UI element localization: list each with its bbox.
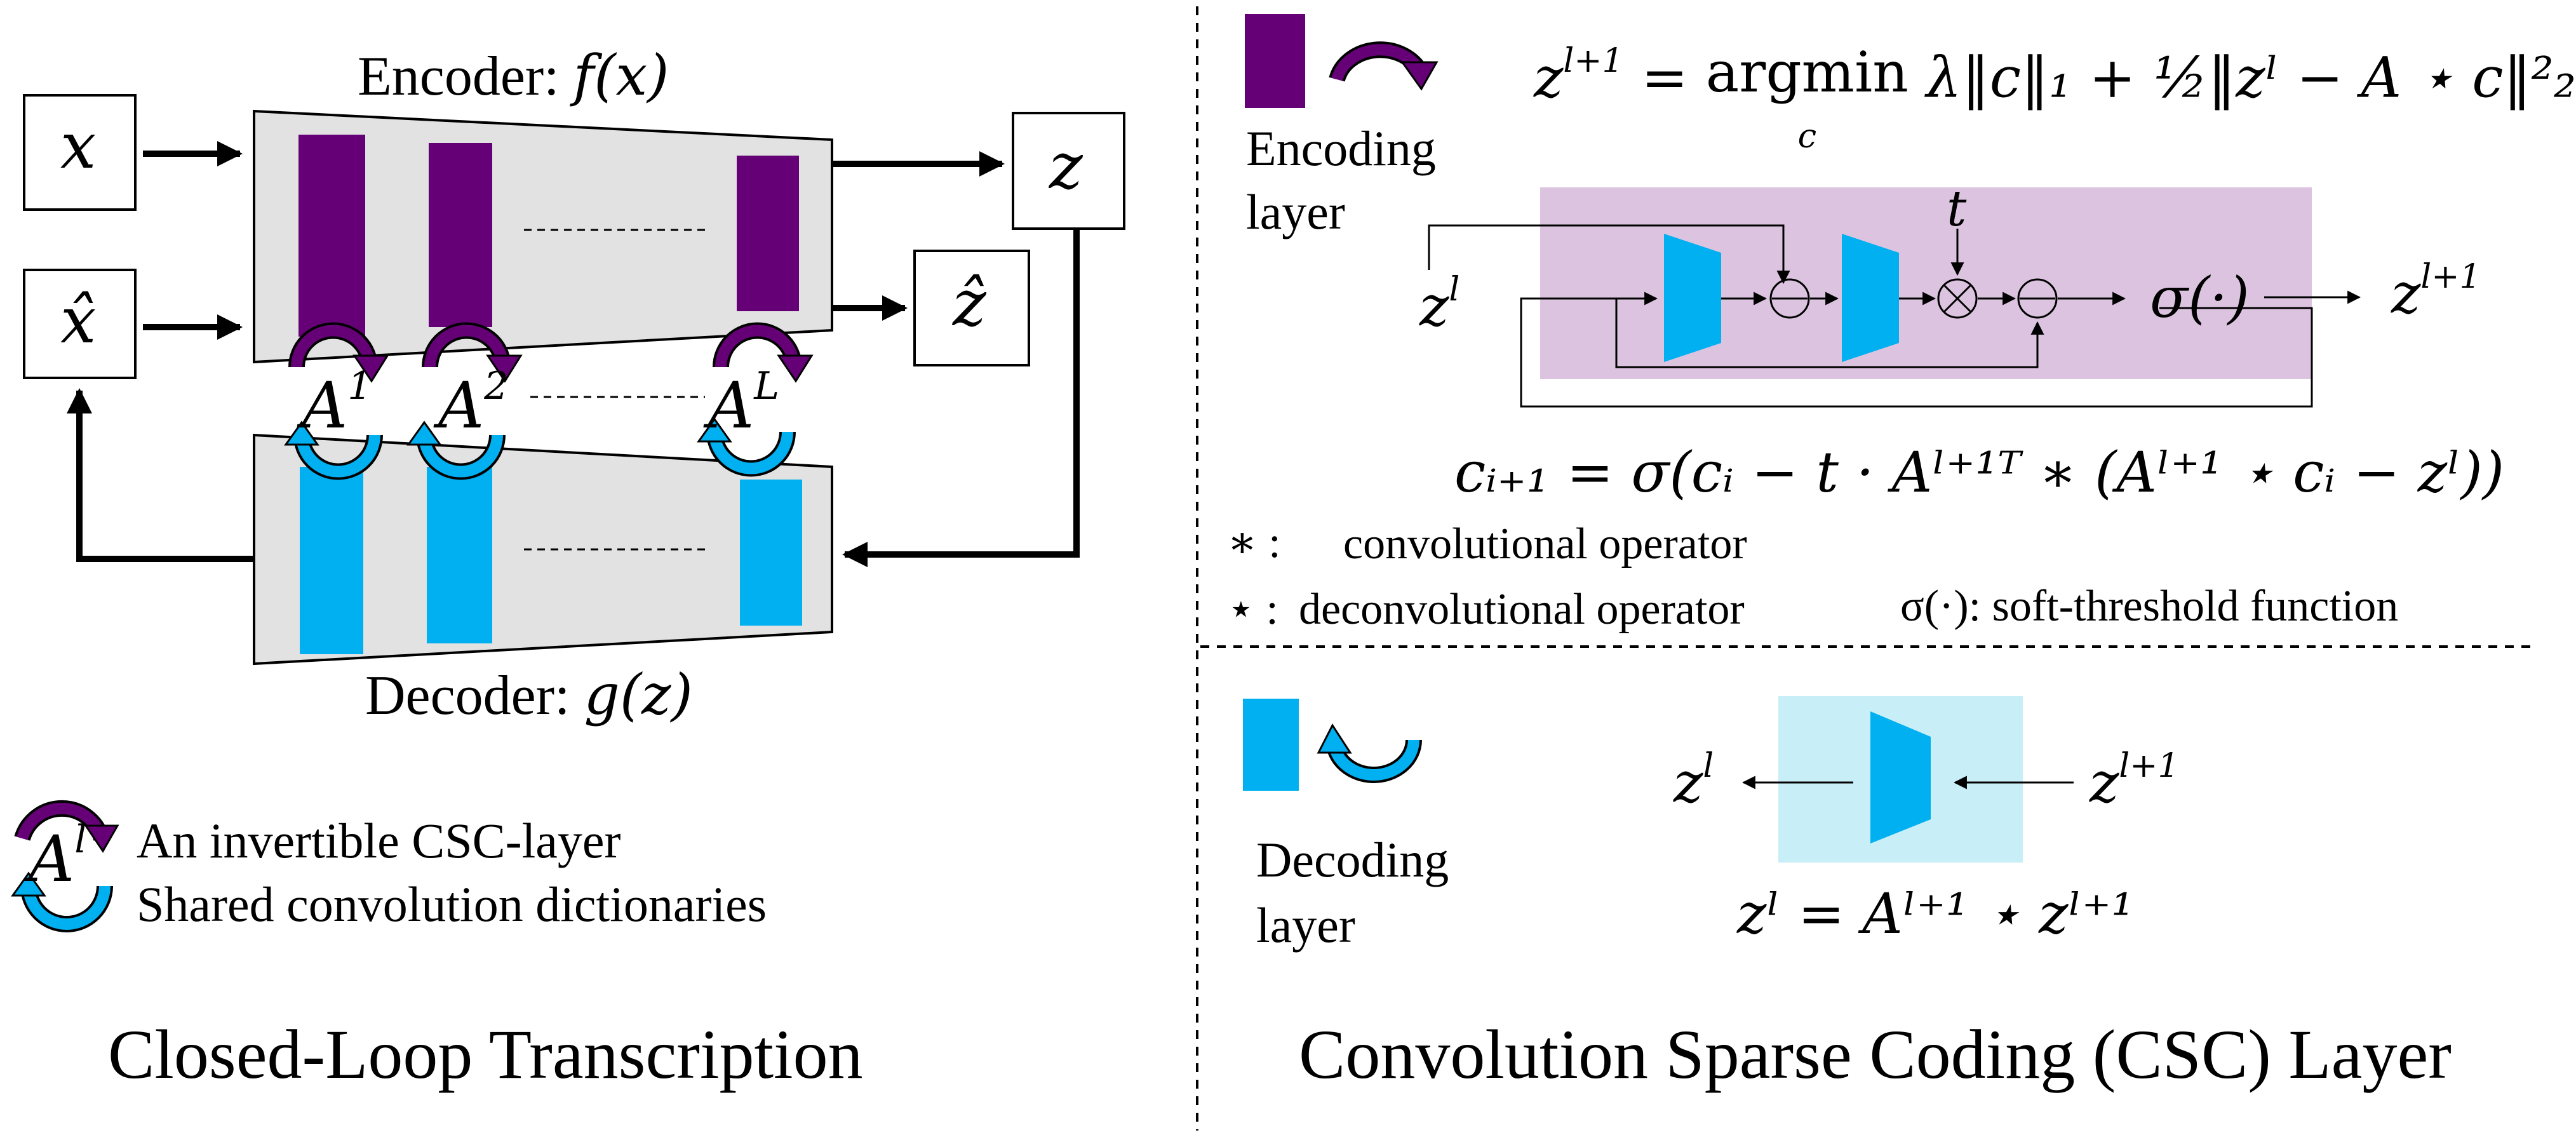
legend-invertible-label: An invertible CSC-layer <box>137 813 621 868</box>
encoding-input-wire <box>1428 224 1790 285</box>
encoder-block <box>253 109 833 364</box>
encoding-feedback-loop <box>1520 292 2313 408</box>
input-xhat-box <box>23 269 137 379</box>
encoding-activation-label: σ(·) <box>2150 265 2250 330</box>
input-x-box <box>23 94 137 211</box>
encoding-conv-block-1 <box>1664 234 1721 362</box>
encoder-label: Encoder: f(x) <box>358 43 669 108</box>
encoder-layer-2 <box>429 143 492 327</box>
arrow-decoder-to-xhat <box>67 388 254 562</box>
input-xhat-symbol: x̂ <box>60 283 97 358</box>
encoding-objective: zl+1 = argmin c λ‖c‖₁ + ½‖zˡ − A ⋆ c‖²₂ <box>1534 39 2576 156</box>
decoding-layer-label-line2: layer <box>1256 897 1355 953</box>
dictionary-label-1: A1 <box>302 364 372 443</box>
encoding-subtract-node-2 <box>2017 278 2058 319</box>
decoder-layer-1 <box>300 467 363 654</box>
latent-z-box <box>1012 112 1125 230</box>
input-x-symbol: x <box>60 109 97 183</box>
arrow-z-to-decoder <box>842 230 1080 567</box>
decoder-layer-2 <box>427 467 492 643</box>
encoding-multiply-node <box>1937 278 1978 319</box>
latent-zhat-symbol: ẑ <box>953 266 986 340</box>
dictionary-label-2: A2 <box>438 364 509 443</box>
encoding-update-rule: cᵢ₊₁ = σ(cᵢ − t · Aˡ⁺¹ᵀ ∗ (Aˡ⁺¹ ⋆ cᵢ − z… <box>1454 440 2505 505</box>
decoding-equation: zˡ = Aˡ⁺¹ ⋆ zˡ⁺¹ <box>1737 881 2134 946</box>
dictionary-label-L: AL <box>708 364 780 443</box>
left-panel-title: Closed-Loop Transcription <box>108 1016 863 1093</box>
encoding-output-label: zl+1 <box>2391 257 2481 326</box>
decoding-output-label: zl <box>1674 746 1714 816</box>
note-soft-threshold: σ(·): soft-threshold function <box>1900 582 2399 631</box>
note-conv-symbol: ∗ : <box>1227 518 1281 567</box>
encoding-layer-swatch <box>1245 14 1305 108</box>
encoding-layer-label-line1: Encoding <box>1246 121 1436 176</box>
decoding-input-label: zl+1 <box>2090 746 2180 816</box>
decoding-layer-swatch <box>1243 699 1299 791</box>
encoding-input-label: zl <box>1419 270 1460 339</box>
encoder-layer-L <box>737 156 799 311</box>
right-panel-title: Convolution Sparse Coding (CSC) Layer <box>1299 1016 2452 1093</box>
latent-zhat-box <box>913 250 1030 366</box>
encoding-subtract-node-1 <box>1769 278 1810 319</box>
encoding-step-label: t <box>1947 180 1967 238</box>
decoder-layer-L <box>740 480 802 626</box>
legend-shared-label: Shared convolution dictionaries <box>137 876 767 932</box>
note-conv-text: convolutional operator <box>1343 520 1747 568</box>
encoder-layer-1 <box>299 135 365 337</box>
decoder-label: Decoder: g(z) <box>365 662 693 727</box>
decoding-deconv-block <box>1870 711 1931 843</box>
note-deconv-symbol: ⋆ : <box>1227 585 1278 634</box>
note-deconv-text: deconvolutional operator <box>1299 585 1745 634</box>
encoding-conv-block-2 <box>1842 234 1899 362</box>
latent-z-symbol: z <box>1049 129 1083 203</box>
encoding-layer-label-line2: layer <box>1246 184 1345 239</box>
legend-symbol: Al <box>29 817 87 896</box>
decoding-layer-label-line1: Decoding <box>1256 832 1449 887</box>
